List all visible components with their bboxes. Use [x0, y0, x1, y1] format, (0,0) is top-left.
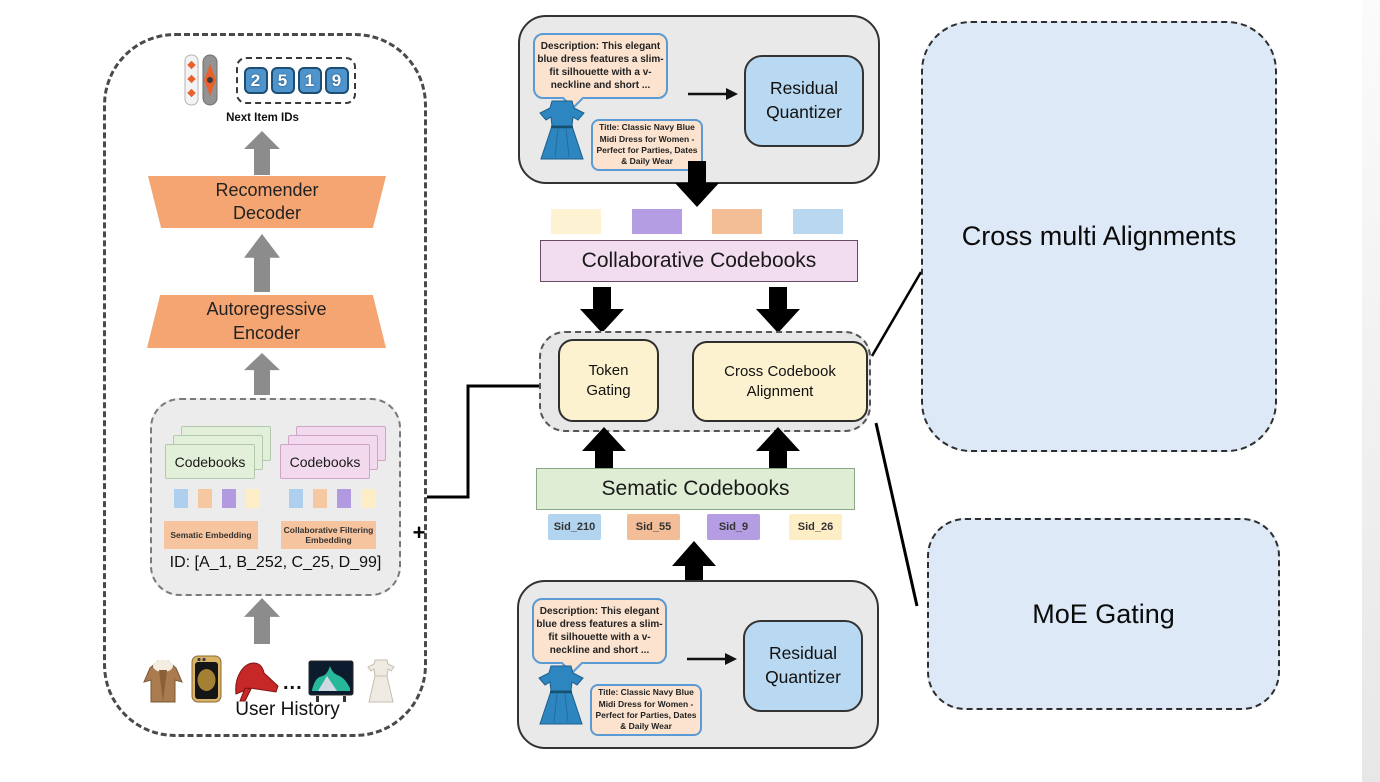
token-square: [632, 209, 682, 234]
token-square: [174, 489, 188, 508]
codebooks-card: Codebooks: [280, 444, 370, 479]
sid-token: Sid_9: [707, 514, 760, 540]
collaborative-codebooks-stack: Codebooks: [280, 426, 386, 479]
token-square: [793, 209, 843, 234]
right-arrow-icon: [687, 653, 737, 665]
up-arrow-icon: [672, 541, 716, 589]
token-square: [246, 489, 260, 508]
collaborative-codebooks-bar: Collaborative Codebooks: [540, 240, 858, 282]
up-arrow-icon: [756, 427, 800, 473]
up-arrow-icon: [244, 131, 280, 175]
down-arrow-icon: [580, 287, 624, 333]
plus-icon: +: [412, 520, 426, 545]
token-square: [313, 489, 327, 508]
up-arrow-icon: [582, 427, 626, 473]
up-arrow-icon: [244, 598, 280, 644]
up-arrow-icon: [244, 234, 280, 292]
residual-quantizer-block: Residual Quantizer: [743, 620, 863, 712]
snowboards-icon: [184, 54, 218, 106]
cross-multi-alignments-block: Cross multi Alignments: [921, 21, 1277, 452]
residual-quantizer-block: Residual Quantizer: [744, 55, 864, 147]
embedding-box: Codebooks Codebooks Sematic Embedding + …: [150, 398, 425, 596]
sid-token: Sid_55: [627, 514, 680, 540]
item-id-token: 1: [297, 67, 322, 94]
semantic-codebooks-bar: Sematic Codebooks: [536, 468, 855, 510]
semantic-embedding-label: Sematic Embedding: [164, 521, 258, 549]
autoregressive-encoder-block: Autoregressive Encoder: [147, 295, 386, 348]
token-square: [551, 209, 601, 234]
high-heel-icon: [235, 662, 279, 702]
token-square: [712, 209, 762, 234]
item-id-token: 5: [270, 67, 295, 94]
id-sequence-text: ID: [A_1, B_252, C_25, D_99]: [169, 554, 382, 571]
tv-icon: [308, 660, 354, 702]
blue-dress-icon: [538, 665, 584, 725]
sid-token: Sid_210: [548, 514, 601, 540]
item-id-token: 9: [324, 67, 349, 94]
recommender-decoder-block: Recomender Decoder: [148, 176, 386, 228]
codebooks-card: Codebooks: [165, 444, 255, 479]
blue-dress-icon: [539, 100, 585, 160]
item-tokenizer-bottom: Description: This elegant blue dress fea…: [517, 580, 879, 749]
token-square: [337, 489, 351, 508]
token-square: [361, 489, 375, 508]
token-square: [198, 489, 212, 508]
title-box: Title: Classic Navy Blue Midi Dress for …: [591, 119, 703, 171]
description-bubble: Description: This elegant blue dress fea…: [532, 598, 667, 664]
item-id-token: 2: [243, 67, 268, 94]
token-square: [289, 489, 303, 508]
white-dress-icon: [367, 659, 395, 703]
cross-codebook-alignment-block: Cross Codebook Alignment: [692, 341, 868, 422]
user-history-label: User History: [235, 699, 340, 720]
down-arrow-icon: [756, 287, 800, 333]
sid-token: Sid_26: [789, 514, 842, 540]
description-bubble: Description: This elegant blue dress fea…: [533, 33, 668, 99]
next-item-ids-label: Next Item IDs: [226, 112, 299, 124]
item-tokenizer-top: Description: This elegant blue dress fea…: [518, 15, 880, 184]
phone-icon: [191, 655, 222, 703]
down-arrow-icon: [675, 161, 719, 207]
history-ellipsis: ...: [283, 672, 303, 694]
up-arrow-icon: [244, 353, 280, 395]
title-box: Title: Classic Navy Blue Midi Dress for …: [590, 684, 702, 736]
token-gating-block: Token Gating: [558, 339, 659, 422]
moe-gating-block: MoE Gating: [927, 518, 1280, 710]
jacket-icon: [143, 660, 183, 703]
semantic-codebooks-stack: Codebooks: [165, 426, 271, 479]
right-arrow-icon: [688, 88, 738, 100]
collaborative-filtering-embedding-label: Collaborative Filtering Embedding: [281, 521, 376, 549]
page-edge-shade: [1362, 0, 1380, 782]
next-item-ids-box: 2 5 1 9: [236, 57, 356, 104]
token-square: [222, 489, 236, 508]
